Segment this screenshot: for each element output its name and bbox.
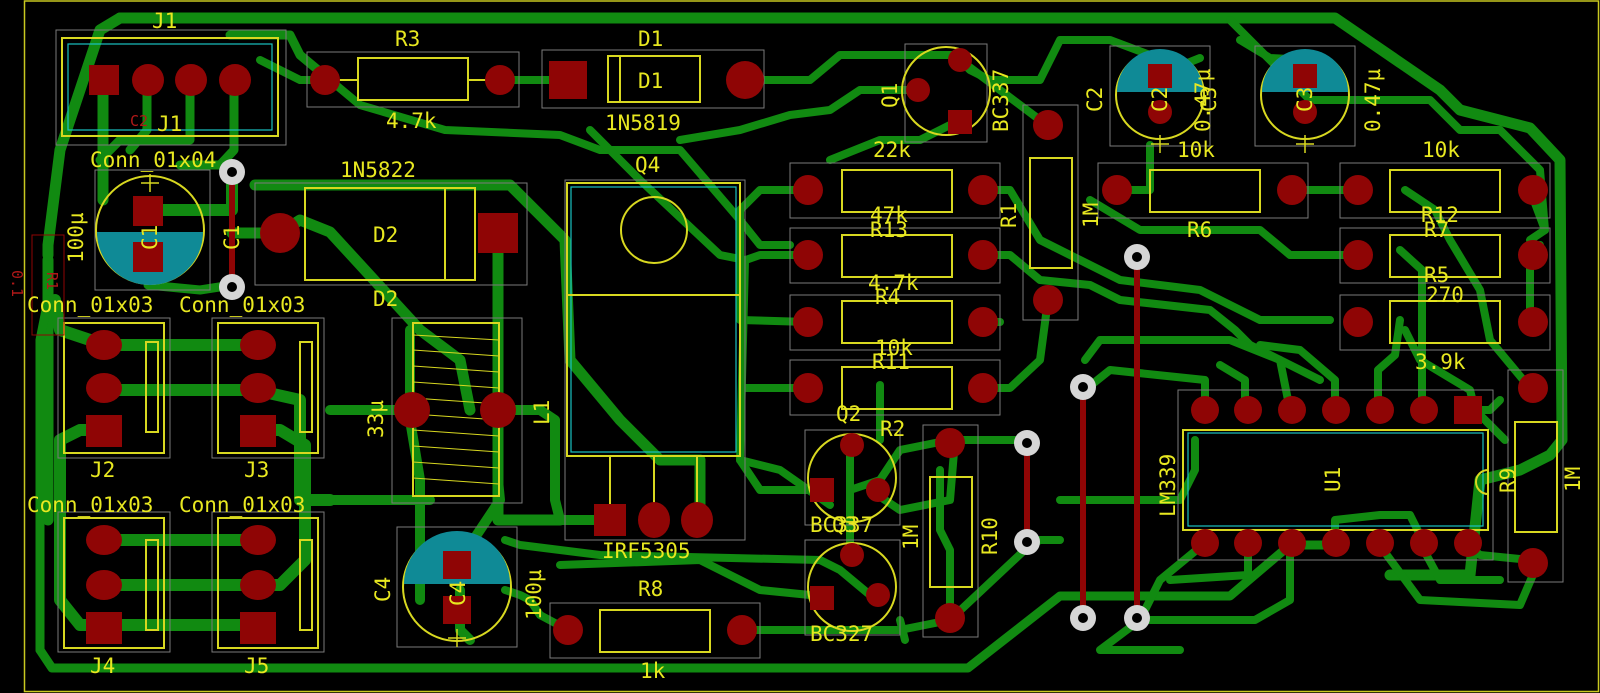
value-c1: 100µ <box>64 212 88 263</box>
value-c2: 0.47µ <box>1191 68 1215 132</box>
ref-j1-fab: J1 <box>157 112 182 136</box>
value-r4: 4.7k <box>868 271 919 295</box>
value-d2: 1N5822 <box>340 158 416 182</box>
value-j4: Conn_01x03 <box>27 493 153 517</box>
ref-c3: C3 <box>1197 87 1221 112</box>
value-r1: 1M <box>1079 203 1103 228</box>
ref-r5: R5 <box>1424 263 1449 287</box>
value-u1: LM339 <box>1156 454 1180 517</box>
ref-r6: R6 <box>1187 218 1212 242</box>
ref-q4: Q4 <box>635 153 660 177</box>
vias <box>219 159 1150 631</box>
value-r6: 10k <box>1177 138 1215 162</box>
ref-u1: U1 <box>1321 467 1345 492</box>
ref-d2: D2 <box>373 287 398 311</box>
value-j5: Conn_01x03 <box>179 493 305 517</box>
board-outline <box>23 0 1600 693</box>
ref-r7: R7 <box>1424 218 1449 242</box>
value-c4: 100µ <box>522 569 546 620</box>
ref-l1: L1 <box>530 400 554 425</box>
value-r13: 47k <box>870 203 908 227</box>
red-fragment-r1: R1 <box>43 272 61 290</box>
ref-c2: C2 <box>1083 87 1107 112</box>
value-22k: 22k <box>873 138 911 162</box>
ref-r3: R3 <box>395 27 420 51</box>
value-q2: BC337 <box>810 513 873 537</box>
ref-d1: D1 <box>638 27 663 51</box>
ref-r4: R4 <box>875 285 900 309</box>
value-q4: IRF5305 <box>602 539 691 563</box>
value-r3: 4.7k <box>386 109 437 133</box>
ref-q2: Q2 <box>836 402 861 426</box>
value-q3: BC327 <box>810 622 873 646</box>
value-q1: BC337 <box>989 69 1013 132</box>
ref-j1: J1 <box>152 9 177 33</box>
value-r11: 10k <box>875 336 913 360</box>
ref-d1-fab: D1 <box>638 69 663 93</box>
value-j2: Conn_01x03 <box>27 293 153 317</box>
ref-r13: R13 <box>870 218 908 242</box>
ref-c3-fab: C3 <box>1293 87 1317 112</box>
value-r2: 1M <box>899 525 923 550</box>
ref-j3: J3 <box>244 458 269 482</box>
ref-r9: R9 <box>1496 468 1520 493</box>
ref-q1: Q1 <box>878 83 902 108</box>
ref-c4-fab: C4 <box>446 581 470 606</box>
ref-c1: C1 <box>220 225 244 250</box>
ref-r11: R11 <box>872 350 910 374</box>
value-l1: 33µ <box>364 400 388 438</box>
value-r-3k9: 3.9k <box>1415 350 1466 374</box>
polarity-marks <box>141 135 1314 647</box>
pads <box>86 48 1548 645</box>
value-d1: 1N5819 <box>605 111 681 135</box>
text-labels: J1 J1 Conn_01x04 R3 4.7k D1 D1 1N5819 Q1… <box>8 9 1585 683</box>
ref-j5: J5 <box>244 654 269 678</box>
ref-j2: J2 <box>90 458 115 482</box>
value-r5: 270 <box>1426 283 1464 307</box>
value-j3: Conn_01x03 <box>179 293 305 317</box>
ref-j4: J4 <box>90 654 115 678</box>
value-r12: 10k <box>1422 138 1460 162</box>
ref-r8: R8 <box>638 577 663 601</box>
ref-r10: R10 <box>978 517 1002 555</box>
red-fragment: C2 <box>130 112 148 130</box>
ref-c2-fab: C2 <box>1148 87 1172 112</box>
ref-r12: R12 <box>1421 203 1459 227</box>
value-j1: Conn_01x04 <box>90 148 216 172</box>
value-r9: 1M <box>1561 467 1585 492</box>
jumper-wires <box>229 172 1140 618</box>
value-r8: 1k <box>640 659 666 683</box>
ref-c4: C4 <box>371 577 395 602</box>
ref-r2: R2 <box>880 417 905 441</box>
ref-r1: R1 <box>997 203 1021 228</box>
ref-c1-fab: C1 <box>138 225 162 250</box>
red-fragment-value: 0.1 <box>8 270 26 297</box>
ref-d2-fab: D2 <box>373 223 398 247</box>
value-c3: 0.47µ <box>1361 68 1385 132</box>
ref-q3: Q3 <box>832 513 857 537</box>
